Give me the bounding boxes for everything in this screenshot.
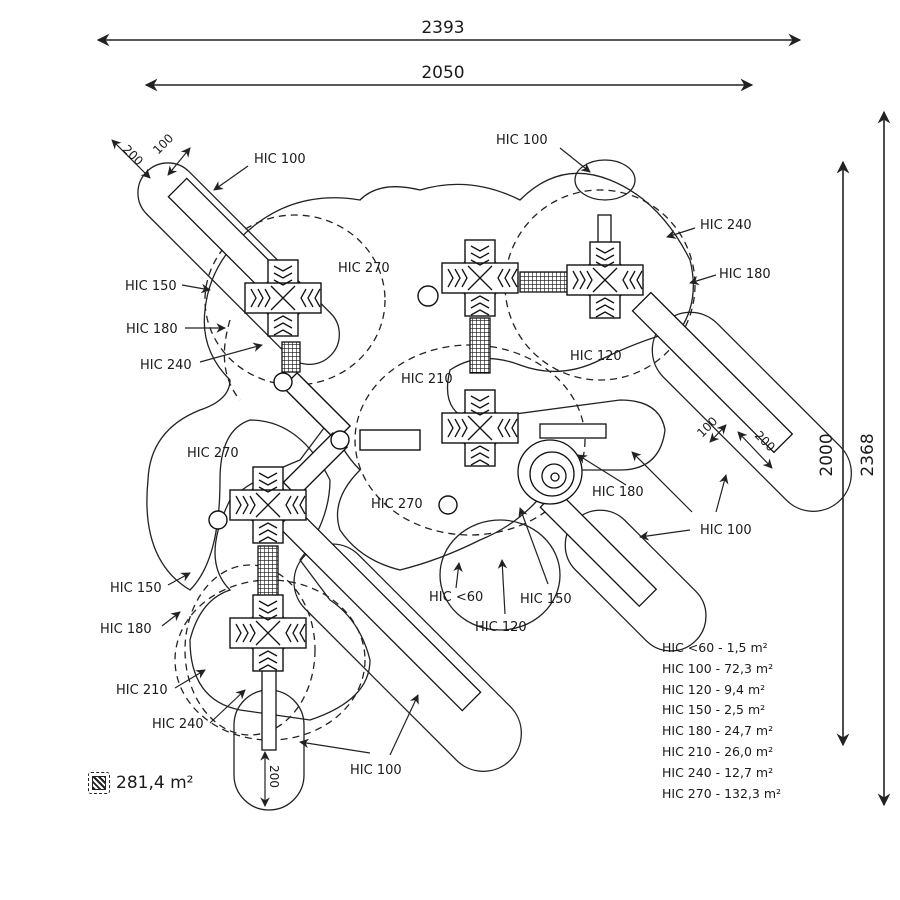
dimension-overall-height: 2368 <box>858 110 891 807</box>
tower-center <box>441 389 519 467</box>
label-c-hic270: HIC 270 <box>371 497 423 512</box>
dimension-overall-width: 2393 <box>96 18 802 47</box>
connectors <box>208 271 573 603</box>
runout-ne-100: 100 <box>694 414 720 440</box>
legend-item: HIC 100 - 72,3 m² <box>662 660 774 676</box>
overall-height-value: 2368 <box>858 433 878 476</box>
zone-width-value: 2050 <box>421 63 464 83</box>
legend-item: HIC <60 - 1,5 m² <box>662 640 768 655</box>
label-s-hic150: HIC 150 <box>520 592 572 607</box>
label-sw-hic150: HIC 150 <box>110 581 162 596</box>
label-s-hic60: HIC <60 <box>429 590 483 605</box>
dimension-zone-width: 2050 <box>144 63 754 92</box>
zone-main-outline <box>146 172 694 721</box>
label-e-hic180: HIC 180 <box>592 485 644 500</box>
label-c-hic210: HIC 210 <box>401 372 453 387</box>
legend-item: HIC 270 - 132,3 m² <box>662 785 782 801</box>
tower-w <box>229 466 307 544</box>
label-ne-hic100: HIC 100 <box>496 133 548 148</box>
label-ne-hic120: HIC 120 <box>570 349 622 364</box>
zone-labels: HIC 100 HIC 270 HIC 150 HIC 180 HIC 240 … <box>100 133 771 778</box>
zone-sw-slide <box>293 543 522 772</box>
zone-height-value: 2000 <box>817 433 837 476</box>
towers <box>229 239 644 672</box>
legend-item: HIC 240 - 12,7 m² <box>662 764 774 780</box>
label-sw-hic180: HIC 180 <box>100 622 152 637</box>
label-nw-hic270: HIC 270 <box>338 261 390 276</box>
dimension-zone-height: 2000 <box>817 160 850 747</box>
label-nw-hic180: HIC 180 <box>126 322 178 337</box>
runout-s-200: 200 <box>267 765 281 788</box>
hatched-square-icon <box>88 772 110 794</box>
label-nw-hic150: HIC 150 <box>125 279 177 294</box>
tower-s <box>229 594 307 672</box>
total-area-value: 281,4 m² <box>116 773 194 793</box>
hic-area-legend: HIC <60 - 1,5 m² HIC 100 - 72,3 m² HIC 1… <box>662 638 781 804</box>
label-ne-hic240: HIC 240 <box>700 218 752 233</box>
total-area: 281,4 m² <box>88 772 193 794</box>
zone-center-circle <box>439 519 561 631</box>
tower-ne <box>566 241 644 319</box>
label-nw-hic100: HIC 100 <box>254 152 306 167</box>
tower-n <box>441 239 519 317</box>
label-ne-hic180: HIC 180 <box>719 267 771 282</box>
legend-item: HIC 150 - 2,5 m² <box>662 702 766 718</box>
slide-ne <box>631 291 794 454</box>
slide-e-stub <box>539 423 607 439</box>
zone-ne-hump <box>574 159 636 201</box>
label-w-hic270: HIC 270 <box>187 446 239 461</box>
label-sw-hic240: HIC 240 <box>152 717 204 732</box>
slide-ne-stub <box>597 214 612 246</box>
legend-item: HIC 210 - 26,0 m² <box>662 743 774 759</box>
label-sw-hic100: HIC 100 <box>350 763 402 778</box>
label-e-hic100: HIC 100 <box>700 523 752 538</box>
slide-sw <box>277 507 482 712</box>
overall-width-value: 2393 <box>421 18 464 38</box>
label-leaders <box>161 147 729 756</box>
label-s-hic120: HIC 120 <box>475 620 527 635</box>
runout-nw-100: 100 <box>150 131 176 157</box>
runout-nw-200: 200 <box>120 142 146 168</box>
slide-s <box>261 669 277 751</box>
label-sw-hic210: HIC 210 <box>116 683 168 698</box>
legend-item: HIC 120 - 9,4 m² <box>662 681 766 697</box>
legend-item: HIC 180 - 24,7 m² <box>662 723 774 739</box>
tower-nw <box>244 259 322 337</box>
label-nw-hic240: HIC 240 <box>140 358 192 373</box>
spiral-slide <box>517 439 583 505</box>
